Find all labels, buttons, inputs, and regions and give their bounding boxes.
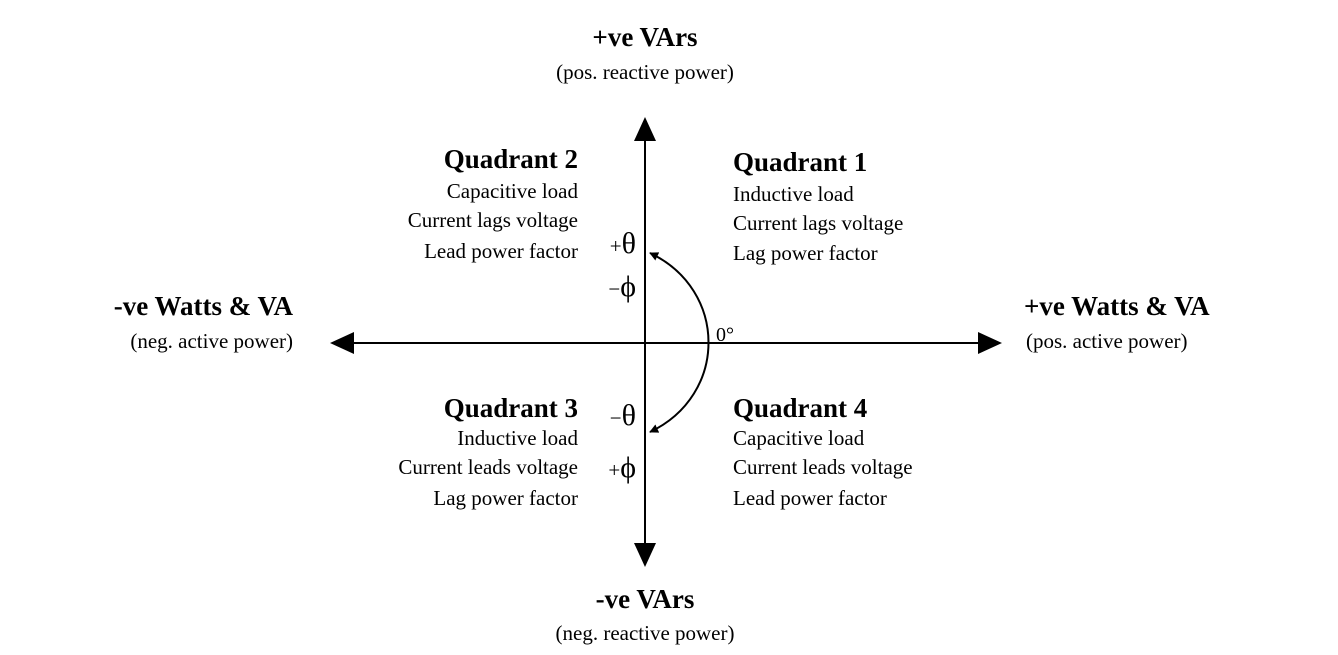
bottom-axis-subtitle: (neg. reactive power) [555,621,735,645]
quadrant-3-title: Quadrant 3 [443,393,578,423]
left-axis-title: -ve Watts & VA [113,291,293,321]
quadrant-2-line-2: Current lags voltage [407,208,578,232]
top-arrowhead [634,117,656,141]
lower-theta-label: −θ [610,401,636,431]
upper-theta-symbol: θ [621,227,636,260]
quadrant-4-title: Quadrant 4 [733,393,868,423]
quadrant-3-line-1: Inductive load [457,426,578,450]
upper-phi-symbol: ϕ [620,270,636,303]
right-axis-subtitle: (pos. active power) [1026,329,1188,353]
upper-theta-label: +θ [610,229,636,259]
quadrant-1-line-2: Current lags voltage [733,211,904,235]
upper-theta-sign: + [609,234,622,258]
upper-phi-label: −ϕ [608,272,636,302]
quadrant-2-line-1: Capacitive load [446,179,578,203]
quadrant-1-line-1: Inductive load [733,182,854,206]
lower-phi-label: +ϕ [608,453,636,483]
lower-phi-sign: + [608,458,621,482]
quadrant-3-line-2: Current leads voltage [398,455,578,479]
zero-degree-label: 0° [716,324,734,346]
quadrant-4-line-3: Lead power factor [733,486,887,510]
quadrant-1-title: Quadrant 1 [733,147,868,177]
quadrant-1-line-3: Lag power factor [733,241,878,265]
quadrant-4-line-2: Current leads voltage [733,455,913,479]
quadrant-4-line-1: Capacitive load [733,426,865,450]
left-axis-subtitle: (neg. active power) [130,329,293,353]
top-axis-title: +ve VArs [592,22,698,52]
top-axis-subtitle: (pos. reactive power) [556,60,734,84]
bottom-axis-title: -ve VArs [595,584,695,614]
quadrant-2-title: Quadrant 2 [443,144,578,174]
lower-theta-sign: − [609,406,622,430]
right-axis-title: +ve Watts & VA [1024,291,1210,321]
lower-phi-symbol: ϕ [620,451,636,484]
bottom-arrowhead [634,543,656,567]
left-arrowhead [330,332,354,354]
lower-theta-symbol: θ [621,399,636,432]
quadrant-3-line-3: Lag power factor [433,486,578,510]
quadrant-2-line-3: Lead power factor [424,239,578,263]
upper-phi-sign: − [608,277,621,301]
right-arrowhead [978,332,1002,354]
angle-arc [649,252,710,433]
